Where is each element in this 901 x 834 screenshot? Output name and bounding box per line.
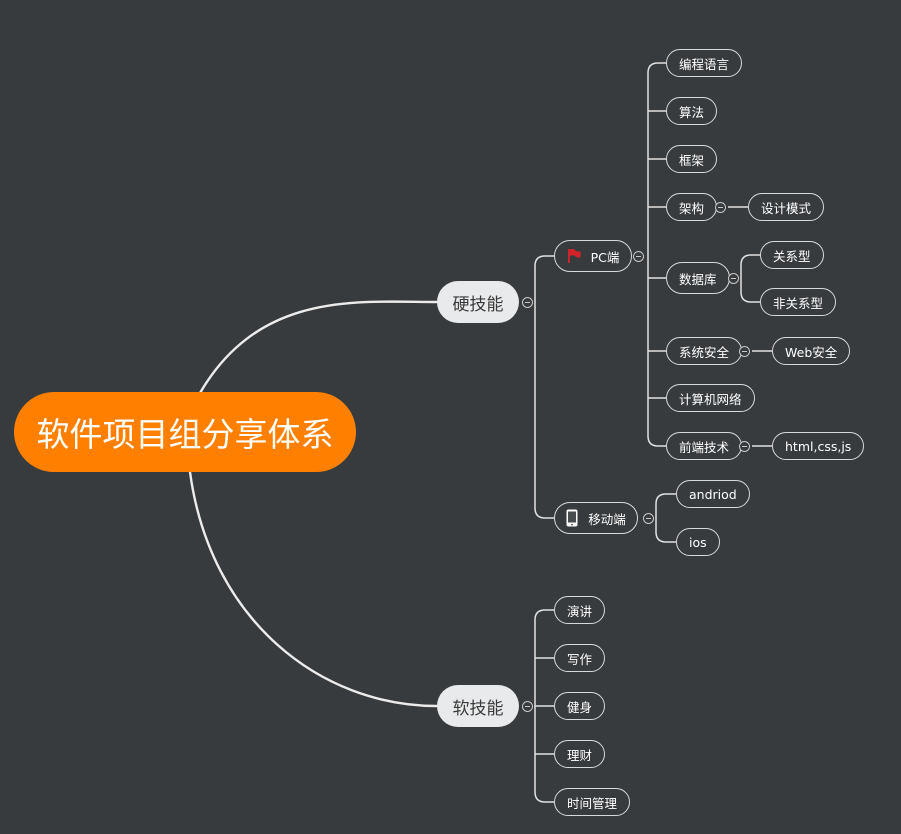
soft-skills-collapse-icon[interactable] (522, 701, 533, 712)
mobile-collapse-icon[interactable] (643, 513, 654, 524)
pc-item-algo[interactable]: 算法 (666, 97, 718, 125)
arch-collapse-icon[interactable] (715, 202, 726, 213)
link-soft-bracket (534, 609, 554, 803)
security-child-web[interactable]: Web安全 (772, 337, 851, 365)
link-hard-bracket (534, 255, 554, 519)
pc-item-security[interactable]: 系统安全 (666, 337, 743, 365)
root-node[interactable]: 软件项目组分享体系 (14, 392, 356, 472)
db-child-nonrelational[interactable]: 非关系型 (760, 288, 837, 316)
pc-node[interactable]: PC端 (554, 240, 632, 272)
pc-item-framework[interactable]: 框架 (666, 145, 718, 173)
soft-item-writing[interactable]: 写作 (554, 644, 606, 672)
soft-skills-node[interactable]: 软技能 (437, 685, 519, 727)
link-root-soft (188, 470, 439, 708)
arch-child-design-patterns[interactable]: 设计模式 (748, 193, 825, 221)
hard-skills-collapse-icon[interactable] (522, 297, 533, 308)
security-collapse-icon[interactable] (739, 346, 750, 357)
soft-item-finance[interactable]: 理财 (554, 740, 606, 768)
pc-item-db[interactable]: 数据库 (666, 262, 730, 294)
frontend-child-html-css-js[interactable]: html,css,js (772, 432, 865, 460)
soft-item-time-management[interactable]: 时间管理 (554, 788, 631, 816)
link-pc-bracket (647, 62, 666, 447)
soft-item-fitness[interactable]: 健身 (554, 692, 606, 720)
pc-item-lang[interactable]: 编程语言 (666, 49, 743, 77)
hard-skills-node[interactable]: 硬技能 (437, 281, 519, 323)
mobile-node[interactable]: 移动端 (554, 502, 638, 534)
link-root-hard (198, 300, 439, 395)
pc-item-arch[interactable]: 架构 (666, 193, 718, 221)
mobile-child-ios[interactable]: ios (676, 528, 720, 556)
pc-item-frontend[interactable]: 前端技术 (666, 432, 743, 460)
mobile-label: 移动端 (588, 511, 626, 527)
link-mobile-bracket (655, 493, 676, 543)
pc-collapse-icon[interactable] (633, 251, 644, 262)
frontend-collapse-icon[interactable] (739, 441, 750, 452)
link-db-bracket (740, 254, 760, 303)
mobile-child-android[interactable]: andriod (676, 480, 750, 508)
phone-icon (566, 509, 578, 527)
db-child-relational[interactable]: 关系型 (760, 241, 824, 269)
pc-item-network[interactable]: 计算机网络 (666, 384, 755, 412)
red-flag-icon (567, 248, 581, 264)
db-collapse-icon[interactable] (728, 273, 739, 284)
pc-label: PC端 (590, 249, 620, 265)
soft-item-speech[interactable]: 演讲 (554, 596, 606, 624)
